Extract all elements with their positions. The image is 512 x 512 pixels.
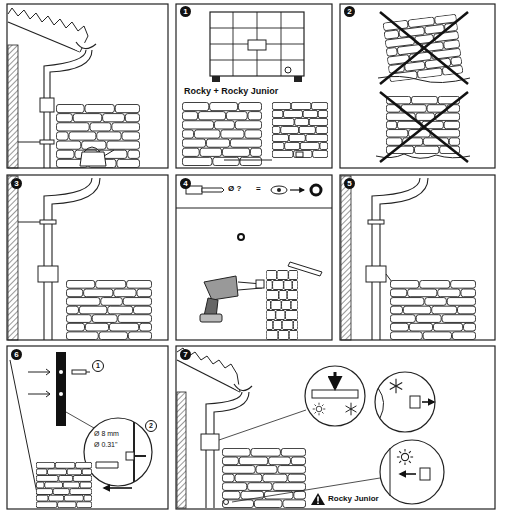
callout-number: 2 xyxy=(145,420,157,432)
position-barrel xyxy=(8,176,152,340)
step-number: 4 xyxy=(180,178,191,189)
callout-number: 1 xyxy=(92,360,104,372)
product-label: Rocky + Rocky Junior xyxy=(182,86,280,96)
tank-and-barrels xyxy=(182,12,327,166)
drill-step xyxy=(176,185,332,340)
panel-frames xyxy=(7,4,495,509)
step-number: 7 xyxy=(180,349,191,360)
wrong-placement xyxy=(376,12,470,162)
overview-scene xyxy=(8,8,140,168)
season-setting xyxy=(177,348,444,508)
step-number: 2 xyxy=(344,6,355,17)
warning-label: Rocky Junior xyxy=(328,494,379,503)
step-number: 5 xyxy=(344,178,355,189)
dimension: Ø 8 mm xyxy=(93,430,120,437)
dimension: Ø 0.31" xyxy=(93,441,119,448)
diameter-label: Ø ? xyxy=(228,184,241,193)
step-number: 6 xyxy=(11,349,22,360)
wall-fixing xyxy=(10,352,152,508)
equals-sign: = xyxy=(256,184,261,193)
step-number: 1 xyxy=(180,6,191,17)
step-number: 3 xyxy=(11,178,22,189)
mount-barrel xyxy=(341,176,476,340)
